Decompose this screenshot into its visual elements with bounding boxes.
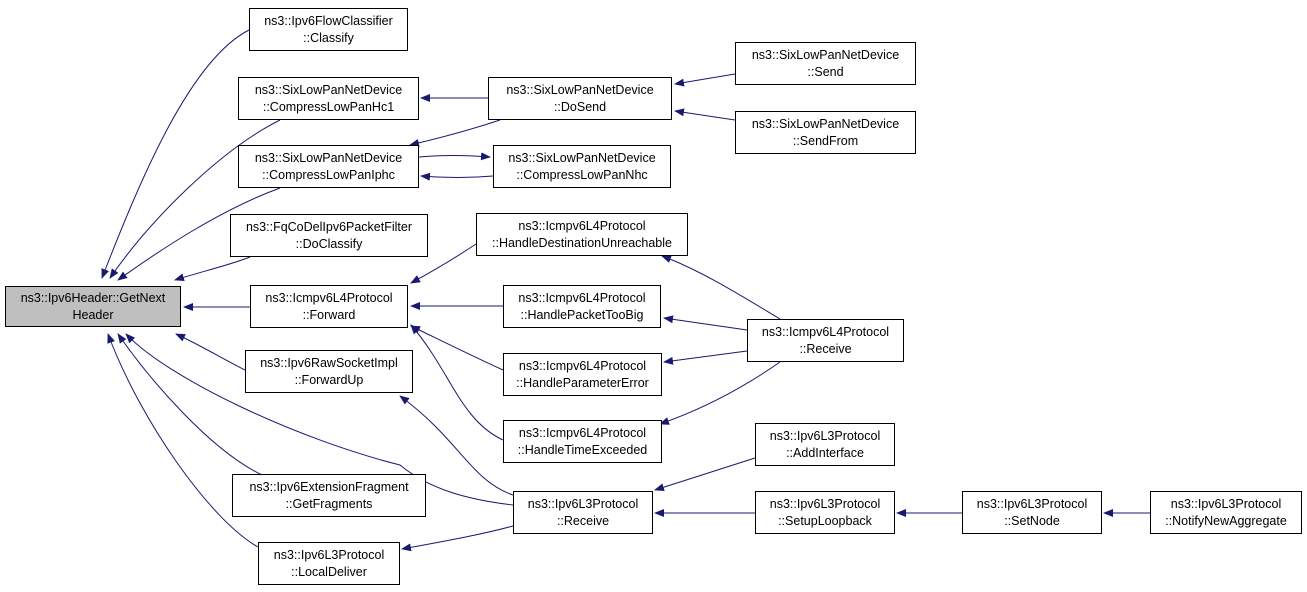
node-label-line1: ns3::Ipv6L3Protocol [1170, 496, 1282, 511]
node-label-line2: ::HandleParameterError [516, 375, 649, 390]
node-label-line1: ns3::Ipv6L3Protocol [976, 496, 1088, 511]
node-icmpv6l4protocol-receive[interactable]: ns3::Icmpv6L4Protocol ::Receive [747, 319, 904, 362]
node-label-line1: ns3::Ipv6Header::GetNext [20, 290, 166, 305]
edge-compressiphc-to-compressnhc [418, 152, 491, 161]
node-label-line1: ns3::Ipv6L3Protocol [273, 547, 385, 562]
node-label-line2: Header [72, 307, 114, 322]
node-compresslowpannhc[interactable]: ns3::SixLowPanNetDevice ::CompressLowPan… [493, 145, 671, 188]
node-ipv6l3protocol-localdeliver[interactable]: ns3::Ipv6L3Protocol ::LocalDeliver [258, 542, 400, 585]
node-sixlowpannetdevice-sendfrom[interactable]: ns3::SixLowPanNetDevice ::SendFrom [735, 111, 916, 154]
node-fqcodelipv6packetfilter-doclassify[interactable]: ns3::FqCoDelIpv6PacketFilter ::DoClassif… [230, 214, 428, 257]
node-label-line1: ns3::Ipv6RawSocketImpl [260, 355, 398, 370]
edge-paramerror-to-icmpforward [410, 325, 504, 371]
node-ipv6l3protocol-addinterface[interactable]: ns3::Ipv6L3Protocol ::AddInterface [755, 423, 895, 466]
node-label-line1: ns3::Icmpv6L4Protocol [518, 425, 647, 440]
node-label-line1: ns3::Icmpv6L4Protocol [518, 358, 647, 373]
node-label-line2: ::HandlePacketTooBig [520, 307, 644, 322]
node-label-line1: ns3::Ipv6FlowClassifier [264, 13, 393, 28]
edge-l3receive-to-localdeliver [401, 525, 514, 552]
node-label-line2: ::SetupLoopback [778, 513, 872, 528]
node-label-line2: ::Receive [556, 513, 610, 528]
node-label-line2: ::CompressLowPanNhc [516, 167, 648, 182]
node-label-line2: ::Receive [799, 341, 852, 356]
node-handlepackettoobig[interactable]: ns3::Icmpv6L4Protocol ::HandlePacketTooB… [503, 285, 661, 328]
edge-sendfrom-to-dosend [674, 108, 736, 121]
edge-compresshc1-to-root [109, 119, 281, 279]
edge-l3receive-to-root [125, 333, 514, 506]
node-label-line2: ::GetFragments [285, 496, 373, 511]
node-label-line2: ::Send [807, 64, 844, 79]
node-handleparametererror[interactable]: ns3::Icmpv6L4Protocol ::HandleParameterE… [503, 353, 662, 396]
edge-addinterface-to-l3receive [654, 457, 756, 492]
node-label-line1: ns3::SixLowPanNetDevice [506, 82, 654, 97]
node-ipv6rawsocketimpl-forwardup[interactable]: ns3::Ipv6RawSocketImpl ::ForwardUp [245, 350, 413, 393]
node-ipv6flowclassifier-classify[interactable]: ns3::Ipv6FlowClassifier ::Classify [249, 8, 408, 51]
edge-icmpreceive-to-timeexceeded [659, 361, 781, 425]
edge-timeexceeded-to-icmpforward [410, 324, 504, 441]
node-ipv6l3protocol-setnode[interactable]: ns3::Ipv6L3Protocol ::SetNode [962, 491, 1102, 534]
edge-rawforwardup-to-root [175, 333, 246, 371]
edge-compressiphc-to-root [117, 187, 281, 281]
node-label-line2: ::ForwardUp [294, 372, 364, 387]
node-label-line2: ::HandleDestinationUnreachable [492, 235, 672, 250]
edge-flowclassifier-to-root [101, 29, 250, 279]
node-label-line2: ::Classify [303, 30, 354, 45]
node-label-line2: ::AddInterface [786, 445, 864, 460]
node-label-line1: ns3::SixLowPanNetDevice [254, 82, 403, 97]
node-ipv6l3protocol-receive[interactable]: ns3::Ipv6L3Protocol ::Receive [513, 491, 653, 534]
node-label-line2: ::DoSend [553, 99, 607, 114]
edge-send-to-dosend [674, 73, 736, 87]
node-label-line1: ns3::SixLowPanNetDevice [751, 116, 900, 131]
edge-compressnhc-to-compressiphc [420, 172, 494, 181]
node-sixlowpannetdevice-dosend[interactable]: ns3::SixLowPanNetDevice ::DoSend [488, 77, 672, 120]
node-label-line1: ns3::Ipv6L3Protocol [527, 496, 639, 511]
node-label-line2: ::SendFrom [792, 133, 859, 148]
node-label-line1: ns3::SixLowPanNetDevice [254, 150, 403, 165]
node-label-line2: ::CompressLowPanHc1 [262, 99, 395, 114]
node-label-line2: ::Forward [302, 307, 356, 322]
node-label-line1: ns3::Icmpv6L4Protocol [761, 324, 890, 339]
node-label-line1: ns3::Ipv6L3Protocol [769, 428, 881, 443]
node-ipv6l3protocol-notifynewaggregate[interactable]: ns3::Ipv6L3Protocol ::NotifyNewAggregate [1150, 491, 1302, 534]
node-label-line1: ns3::Icmpv6L4Protocol [518, 290, 646, 305]
edge-getfragments-to-root [117, 333, 263, 476]
node-label-line1: ns3::SixLowPanNetDevice [508, 150, 656, 165]
node-ipv6l3protocol-setuploopback[interactable]: ns3::Ipv6L3Protocol ::SetupLoopback [755, 491, 895, 534]
node-label-line1: ns3::Icmpv6L4Protocol [265, 290, 393, 305]
node-label-line2: ::HandleTimeExceeded [517, 442, 648, 457]
node-sixlowpannetdevice-send[interactable]: ns3::SixLowPanNetDevice ::Send [735, 42, 916, 85]
node-label-line2: ::CompressLowPanIphc [262, 167, 395, 182]
edge-l3receive-to-rawforwardup [399, 395, 514, 496]
node-ipv6header-getnextheader: ns3::Ipv6Header::GetNext Header [5, 286, 181, 327]
edge-fqcodel-to-root [174, 256, 251, 282]
node-icmpv6l4protocol-forward[interactable]: ns3::Icmpv6L4Protocol ::Forward [250, 285, 408, 328]
edge-localdeliver-to-root [107, 333, 259, 548]
node-handledestinationunreachable[interactable]: ns3::Icmpv6L4Protocol ::HandleDestinatio… [476, 213, 688, 256]
edge-icmpreceive-to-pkttoobig [663, 315, 748, 331]
node-label-line1: ns3::Ipv6L3Protocol [769, 496, 881, 511]
node-label-line1: ns3::Icmpv6L4Protocol [518, 218, 646, 233]
node-label-line1: ns3::SixLowPanNetDevice [751, 47, 900, 62]
edge-icmpreceive-to-paramerror [663, 350, 748, 365]
node-compresslowpaniphc[interactable]: ns3::SixLowPanNetDevice ::CompressLowPan… [238, 145, 419, 188]
edge-icmpreceive-to-destunreach [661, 255, 781, 320]
node-ipv6extensionfragment-getfragments[interactable]: ns3::Ipv6ExtensionFragment ::GetFragment… [232, 474, 426, 517]
node-label-line2: ::SetNode [1004, 513, 1060, 528]
node-label-line2: ::DoClassify [295, 236, 363, 251]
node-compresslowpanhc1[interactable]: ns3::SixLowPanNetDevice ::CompressLowPan… [238, 77, 419, 120]
node-label-line2: ::LocalDeliver [291, 564, 367, 579]
node-label-line1: ns3::Ipv6ExtensionFragment [249, 479, 409, 494]
edge-dosend-to-compressiphc [409, 119, 501, 147]
edge-destunreach-to-icmpforward [410, 243, 477, 284]
node-handletimeexceeded[interactable]: ns3::Icmpv6L4Protocol ::HandleTimeExceed… [503, 420, 662, 463]
node-label-line1: ns3::FqCoDelIpv6PacketFilter [245, 219, 413, 234]
node-label-line2: ::NotifyNewAggregate [1165, 513, 1287, 528]
